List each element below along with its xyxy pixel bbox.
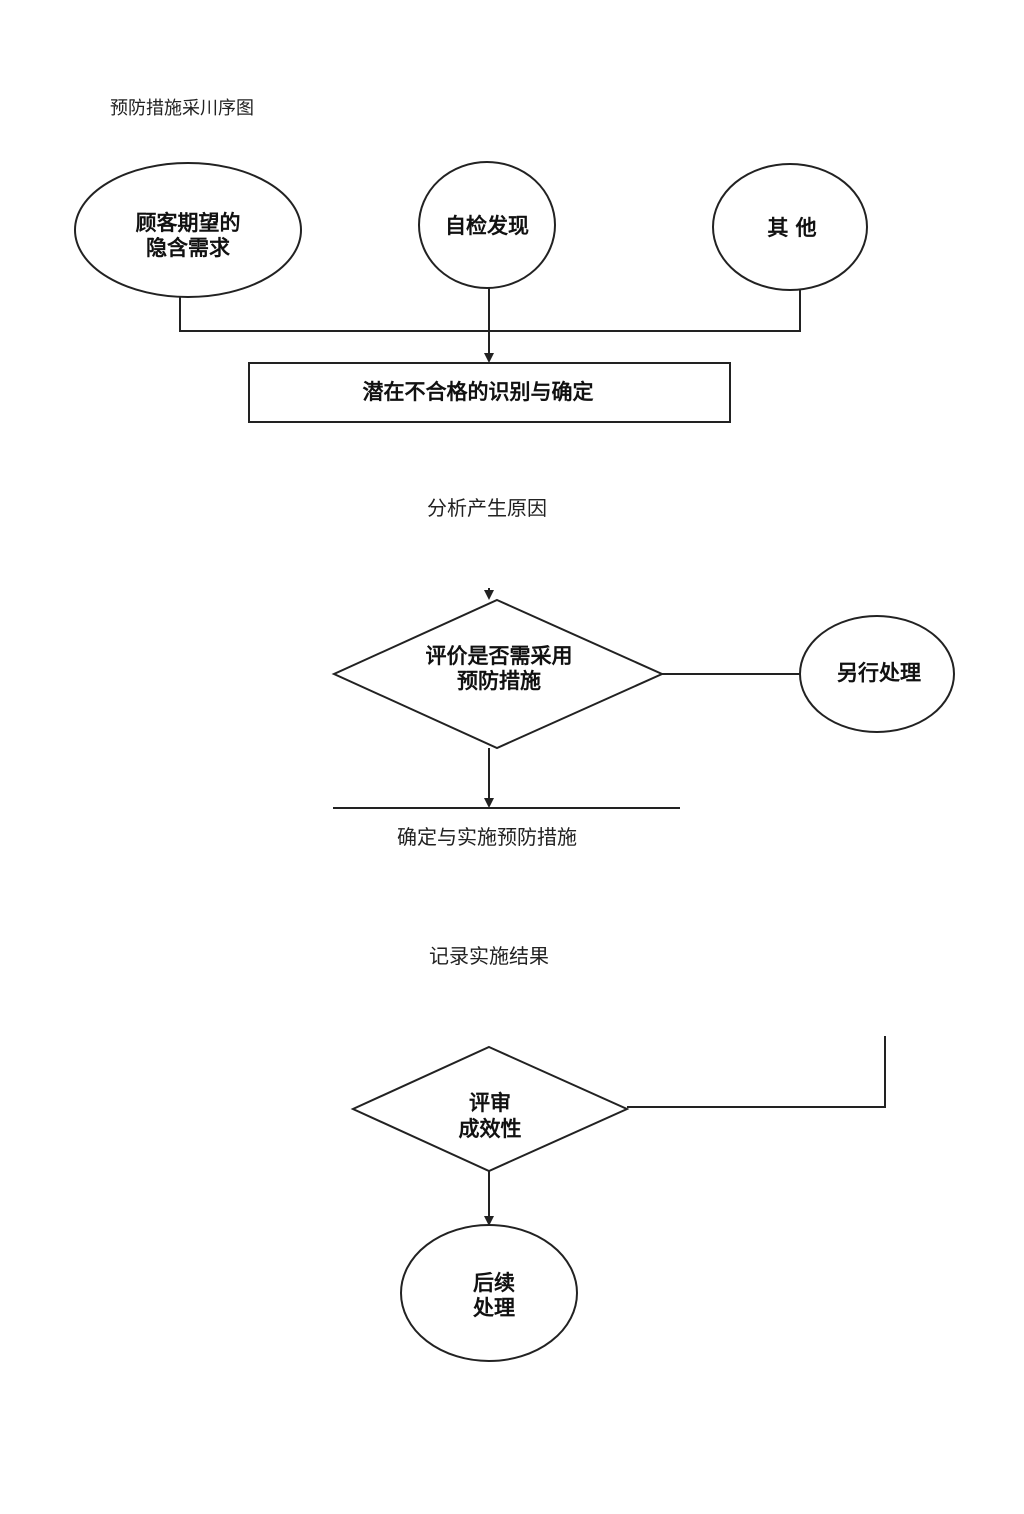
review-effectiveness-label-2: 成效性 (459, 1117, 522, 1141)
node-self-inspection: 自检发现 (418, 161, 556, 289)
node-handle-otherwise: 另行处理 (799, 615, 955, 733)
customer-expectation-label-1: 顾客期望的 (136, 211, 241, 235)
follow-up-label-1: 后续 (473, 1271, 515, 1295)
follow-up-ellipse (400, 1224, 578, 1362)
node-identify-nonconformity: 潜在不合格的识别与确定 (248, 362, 731, 423)
other-ellipse (712, 163, 868, 291)
other-label: 其 他 (767, 216, 816, 240)
node-review-effectiveness: 评审 成效性 (350, 1045, 630, 1173)
node-customer-expectation: 顾客期望的 隐含需求 (74, 162, 302, 298)
page-title: 预防措施采川序图 (110, 98, 254, 119)
handle-otherwise-label: 另行处理 (837, 661, 921, 685)
customer-expectation-ellipse (74, 162, 302, 298)
self-inspection-label: 自检发现 (445, 214, 529, 238)
evaluate-need-label-1: 评价是否需采用 (426, 644, 573, 668)
identify-nonconformity-label: 潜在不合格的识别与确定 (363, 380, 594, 404)
customer-expectation-label-2: 隐含需求 (146, 236, 230, 260)
evaluate-need-label-2: 预防措施 (457, 669, 541, 693)
analyze-cause-label: 分析产生原因 (427, 496, 547, 520)
handle-otherwise-ellipse (799, 615, 955, 733)
follow-up-label-2: 处理 (472, 1296, 515, 1320)
evaluate-need-diamond (331, 598, 665, 750)
node-follow-up: 后续 处理 (400, 1224, 578, 1362)
node-evaluate-need: 评价是否需采用 预防措施 (331, 598, 665, 750)
implement-measures-label: 确定与实施预防措施 (397, 825, 577, 849)
identify-nonconformity-box (248, 362, 731, 423)
feedback-loop-connector (627, 1036, 886, 1108)
review-effectiveness-label-1: 评审 (469, 1091, 511, 1115)
self-inspection-ellipse (418, 161, 556, 289)
record-results-label: 记录实施结果 (429, 944, 549, 968)
node-other: 其 他 (712, 163, 868, 291)
